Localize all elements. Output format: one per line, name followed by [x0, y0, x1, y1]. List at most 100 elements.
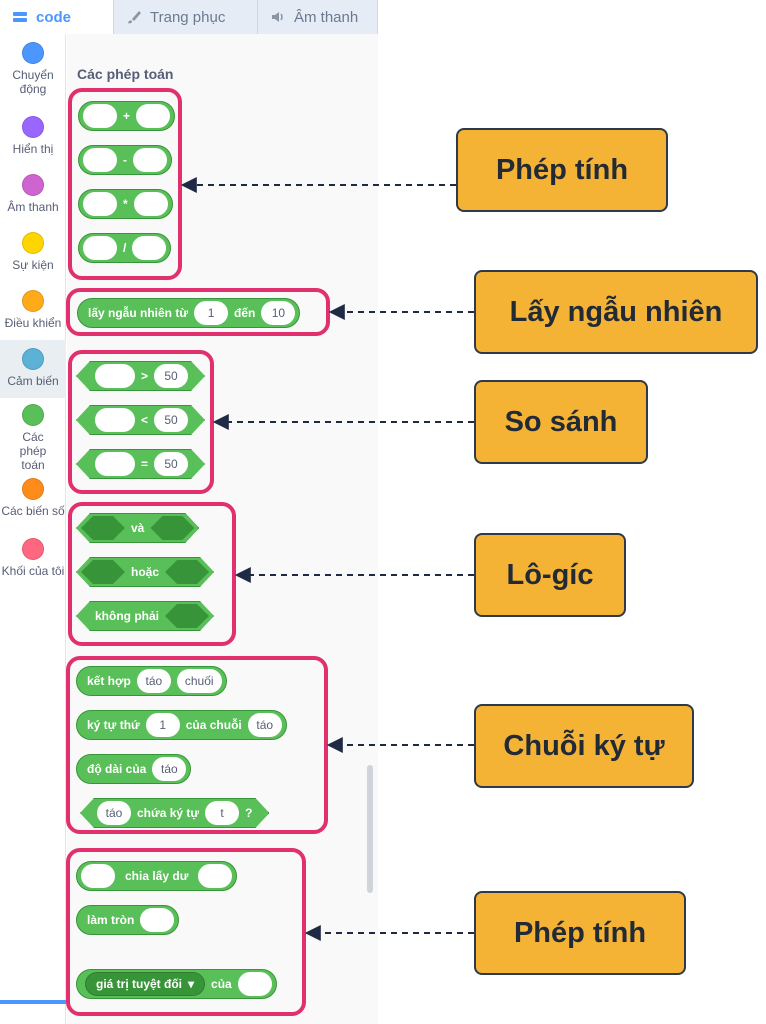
- subtract-right-slot[interactable]: [133, 148, 167, 172]
- tab-code[interactable]: code: [0, 0, 114, 34]
- abs-input-slot[interactable]: [237, 972, 272, 996]
- eq-value-input[interactable]: 50: [154, 452, 188, 476]
- callout-compare: So sánh: [474, 380, 648, 464]
- category-variables[interactable]: Các biến số: [0, 478, 66, 518]
- category-motion[interactable]: Chuyển động: [0, 42, 66, 96]
- tab-sounds[interactable]: Âm thanh: [258, 0, 378, 34]
- category-label: Hiển thị: [12, 142, 54, 156]
- length-label: độ dài của: [87, 762, 147, 776]
- contains-block[interactable]: táo chứa ký tự t ?: [80, 798, 269, 828]
- mod-left-slot[interactable]: [81, 864, 115, 888]
- letter-index-input[interactable]: 1: [145, 713, 180, 737]
- round-label: làm tròn: [87, 913, 135, 927]
- tab-costumes[interactable]: Trang phục: [114, 0, 258, 34]
- contains-label: chứa ký tự: [137, 806, 200, 820]
- sound-dot-icon: [22, 174, 44, 196]
- subtract-left-slot[interactable]: [83, 148, 117, 172]
- length-string-input[interactable]: táo: [152, 757, 187, 781]
- tab-costumes-label: Trang phục: [150, 8, 226, 26]
- letter-of-label: của chuỗi: [185, 718, 242, 732]
- category-events[interactable]: Sự kiện: [0, 232, 66, 272]
- divide-left-slot[interactable]: [83, 236, 117, 260]
- brush-icon: [128, 11, 141, 24]
- multiply-block[interactable]: *: [78, 189, 173, 219]
- random-from-input[interactable]: 1: [194, 301, 229, 325]
- palette-scrollbar[interactable]: [367, 765, 373, 893]
- tab-code-label: code: [36, 8, 72, 26]
- divide-operator: /: [123, 241, 127, 255]
- eq-left-slot[interactable]: [95, 452, 135, 476]
- callout-logic: Lô-gíc: [474, 533, 626, 617]
- length-block[interactable]: độ dài của táo: [76, 754, 192, 784]
- subtract-operator: -: [123, 153, 127, 167]
- variables-dot-icon: [22, 478, 44, 500]
- section-title: Các phép toán: [77, 66, 174, 82]
- add-operator: +: [123, 109, 131, 123]
- divide-right-slot[interactable]: [132, 236, 167, 260]
- category-menu: Chuyển động Hiển thị Âm thanh Sự kiện Đi…: [0, 34, 66, 1024]
- greater-than-block[interactable]: > 50: [76, 361, 205, 391]
- control-dot-icon: [22, 290, 44, 312]
- abs-block[interactable]: giá trị tuyệt đối ▾ của: [76, 969, 277, 999]
- lt-value-input[interactable]: 50: [154, 408, 188, 432]
- round-input-slot[interactable]: [140, 908, 175, 932]
- category-sound[interactable]: Âm thanh: [0, 174, 66, 214]
- not-block[interactable]: không phải: [76, 601, 214, 631]
- callout-random: Lấy ngẫu nhiên: [474, 270, 758, 354]
- random-to-input[interactable]: 10: [261, 301, 296, 325]
- add-left-slot[interactable]: [83, 104, 117, 128]
- more-math-group-highlight: [66, 848, 306, 1016]
- category-looks[interactable]: Hiển thị: [0, 116, 66, 156]
- category-label: Các biến số: [1, 504, 65, 518]
- join-second-input[interactable]: chuối: [176, 669, 222, 693]
- motion-dot-icon: [22, 42, 44, 64]
- math-function-dropdown[interactable]: giá trị tuyệt đối ▾: [85, 972, 206, 996]
- letter-string-input[interactable]: táo: [247, 713, 282, 737]
- multiply-right-slot[interactable]: [133, 192, 168, 216]
- contains-char-input[interactable]: t: [205, 801, 239, 825]
- gt-operator: >: [141, 369, 149, 383]
- gt-left-slot[interactable]: [95, 364, 135, 388]
- lt-left-slot[interactable]: [95, 408, 135, 432]
- category-label: Âm thanh: [7, 200, 59, 214]
- join-label: kết hợp: [87, 674, 131, 688]
- gt-value-input[interactable]: 50: [154, 364, 188, 388]
- random-block[interactable]: lấy ngẫu nhiên từ 1 đến 10: [77, 298, 301, 328]
- compare-group-highlight: [68, 350, 214, 494]
- my-blocks-dot-icon: [22, 538, 44, 560]
- category-label: Chuyển động: [12, 68, 54, 96]
- multiply-left-slot[interactable]: [83, 192, 117, 216]
- bottom-accent-bar: [0, 1000, 66, 1004]
- or-label: hoặc: [131, 565, 160, 579]
- add-block[interactable]: +: [78, 101, 176, 131]
- mod-right-slot[interactable]: [198, 864, 233, 888]
- category-label: Điều khiển: [4, 316, 62, 330]
- join-first-input[interactable]: táo: [136, 669, 171, 693]
- less-than-block[interactable]: < 50: [76, 405, 205, 435]
- and-block[interactable]: và: [76, 513, 199, 543]
- callout-string: Chuỗi ký tự: [474, 704, 694, 788]
- subtract-block[interactable]: -: [78, 145, 172, 175]
- round-block[interactable]: làm tròn: [76, 905, 180, 935]
- multiply-operator: *: [123, 197, 128, 211]
- divide-block[interactable]: /: [78, 233, 172, 263]
- category-label: Các phép toán: [19, 430, 47, 472]
- add-right-slot[interactable]: [136, 104, 171, 128]
- callout-more-math: Phép tính: [474, 891, 686, 975]
- equals-block[interactable]: = 50: [76, 449, 205, 479]
- category-control[interactable]: Điều khiển: [0, 290, 66, 330]
- category-operators[interactable]: Các phép toán: [0, 404, 66, 472]
- join-block[interactable]: kết hợp táo chuối: [76, 666, 227, 696]
- letter-of-block[interactable]: ký tự thứ 1 của chuỗi táo: [76, 710, 287, 740]
- category-my-blocks[interactable]: Khối của tôi: [0, 538, 66, 578]
- logic-group-highlight: [68, 502, 236, 646]
- mod-block[interactable]: chia lấy dư: [76, 861, 238, 891]
- operators-dot-icon: [22, 404, 44, 426]
- looks-dot-icon: [22, 116, 44, 138]
- tab-sounds-label: Âm thanh: [294, 8, 359, 26]
- arith-group-highlight: [68, 88, 182, 280]
- or-block[interactable]: hoặc: [76, 557, 214, 587]
- contains-string-input[interactable]: táo: [97, 801, 131, 825]
- category-sensing[interactable]: Cảm biến: [0, 340, 66, 398]
